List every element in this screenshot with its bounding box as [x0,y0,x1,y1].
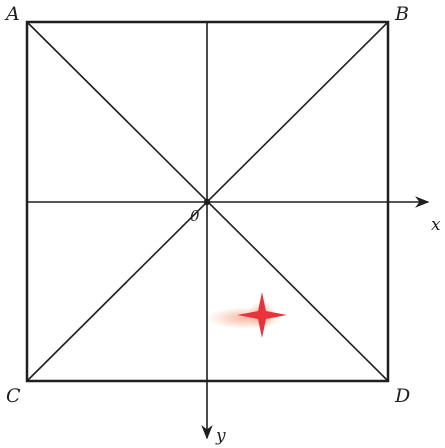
vertex-label-b: B [394,3,409,25]
origin-point [203,198,211,206]
x-axis-label: x [431,215,441,235]
vertex-label-c: C [6,385,21,407]
vertex-label-a: A [4,3,20,25]
vertex-label-d: D [394,385,410,407]
origin-label: 0 [190,207,200,225]
four-point-star-icon [207,292,287,338]
y-axis-label: y [215,426,226,446]
